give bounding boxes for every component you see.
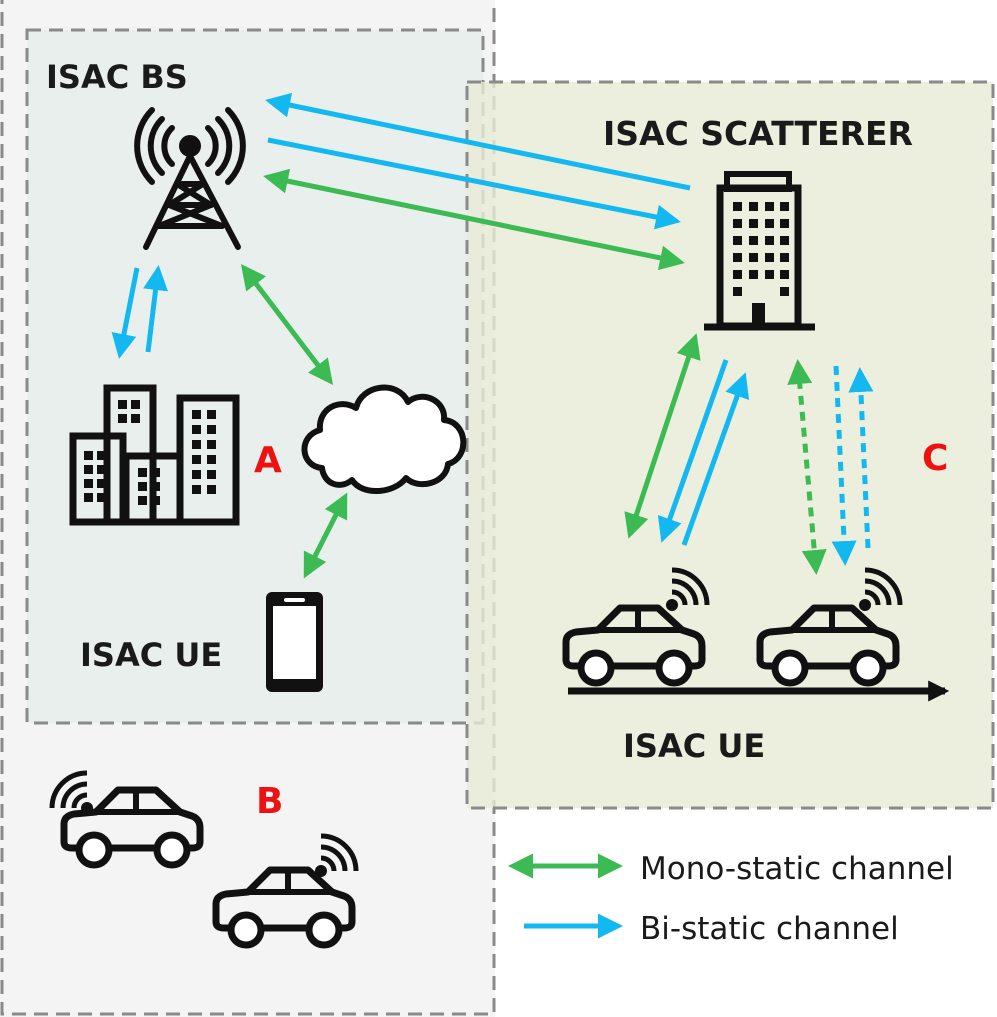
zone-a-label: A <box>254 440 282 481</box>
zone-a-region <box>25 28 485 725</box>
isac-scatterer-label: ISAC SCATTERER <box>603 114 913 153</box>
cloud-icon <box>301 384 467 495</box>
isac-ue-left-label: ISAC UE <box>80 636 222 674</box>
tower-icon <box>134 107 246 250</box>
legend-bi-static: Bi-static channel <box>524 911 899 947</box>
mono-static-arrows <box>240 168 827 579</box>
zone-c-label: C <box>922 438 948 479</box>
legend-mono-static: Mono-static channel <box>508 851 954 887</box>
legend: Mono-static channel Bi-static channel <box>508 851 954 947</box>
isac-bs-label: ISAC BS <box>46 58 188 96</box>
legend-mono-label: Mono-static channel <box>640 851 954 887</box>
office-building-icon <box>704 171 815 331</box>
legend-bi-label: Bi-static channel <box>640 911 899 947</box>
phone-icon <box>266 592 323 692</box>
zone-b-label: B <box>256 781 283 822</box>
isac-ue-right-label: ISAC UE <box>623 727 765 765</box>
buildings-icon <box>69 384 240 526</box>
